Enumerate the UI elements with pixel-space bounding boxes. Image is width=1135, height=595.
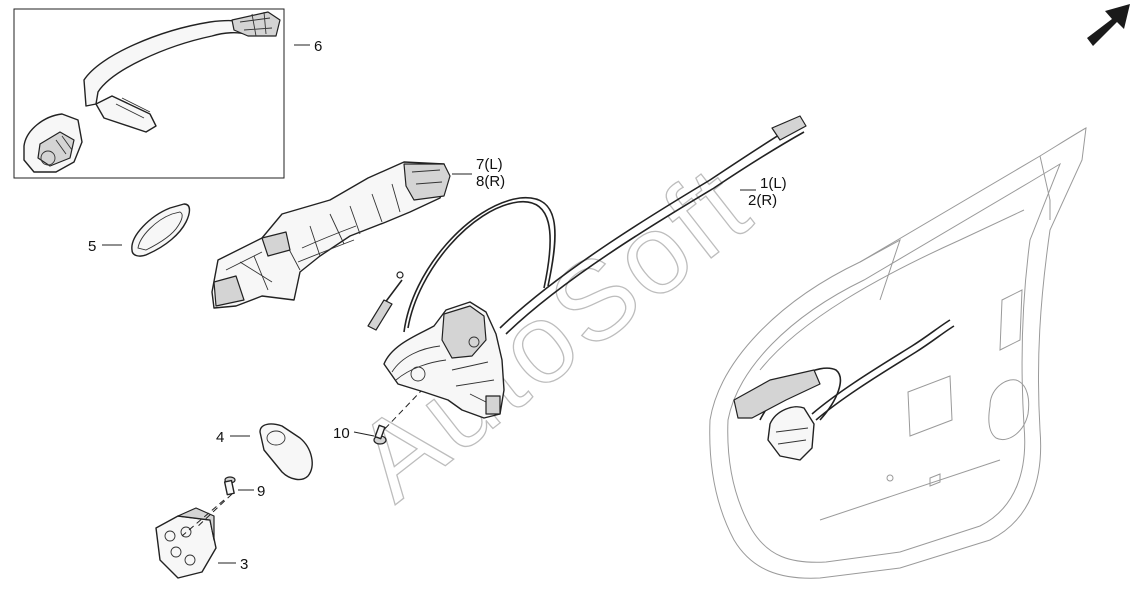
inset-key-cylinder-cover: [23, 113, 83, 173]
callout-2-right: 2(R): [748, 192, 777, 209]
callout-10: 10: [333, 425, 350, 442]
callout-4: 4: [216, 429, 224, 446]
door-panel-outline: [709, 127, 1087, 579]
leader-lines: [102, 44, 756, 564]
callout-8-right: 8(R): [476, 173, 505, 190]
part-3-key-cylinder-base: [155, 507, 217, 579]
door-latch-actuator: [383, 301, 505, 419]
callout-9: 9: [257, 483, 265, 500]
callout-6: 6: [314, 38, 322, 55]
assembly-dashed-lines: [181, 389, 423, 537]
callout-5: 5: [88, 238, 96, 255]
part-5-gasket: [131, 203, 191, 257]
part-9-screw: [223, 476, 236, 496]
part-4-gasket: [259, 423, 313, 481]
handle-inset-box: [13, 8, 285, 179]
callout-3: 3: [240, 556, 248, 573]
callout-1-left: 1(L): [760, 175, 787, 192]
part-7-8-handle-frame: [211, 161, 451, 309]
part-10-bolt: [373, 424, 387, 445]
front-direction-arrow-icon: [1087, 4, 1130, 46]
part-6-outside-handle: [83, 11, 281, 133]
part-1-2-cables: [367, 115, 807, 335]
installed-parts-in-door: [733, 319, 955, 461]
callout-7-left: 7(L): [476, 156, 503, 173]
